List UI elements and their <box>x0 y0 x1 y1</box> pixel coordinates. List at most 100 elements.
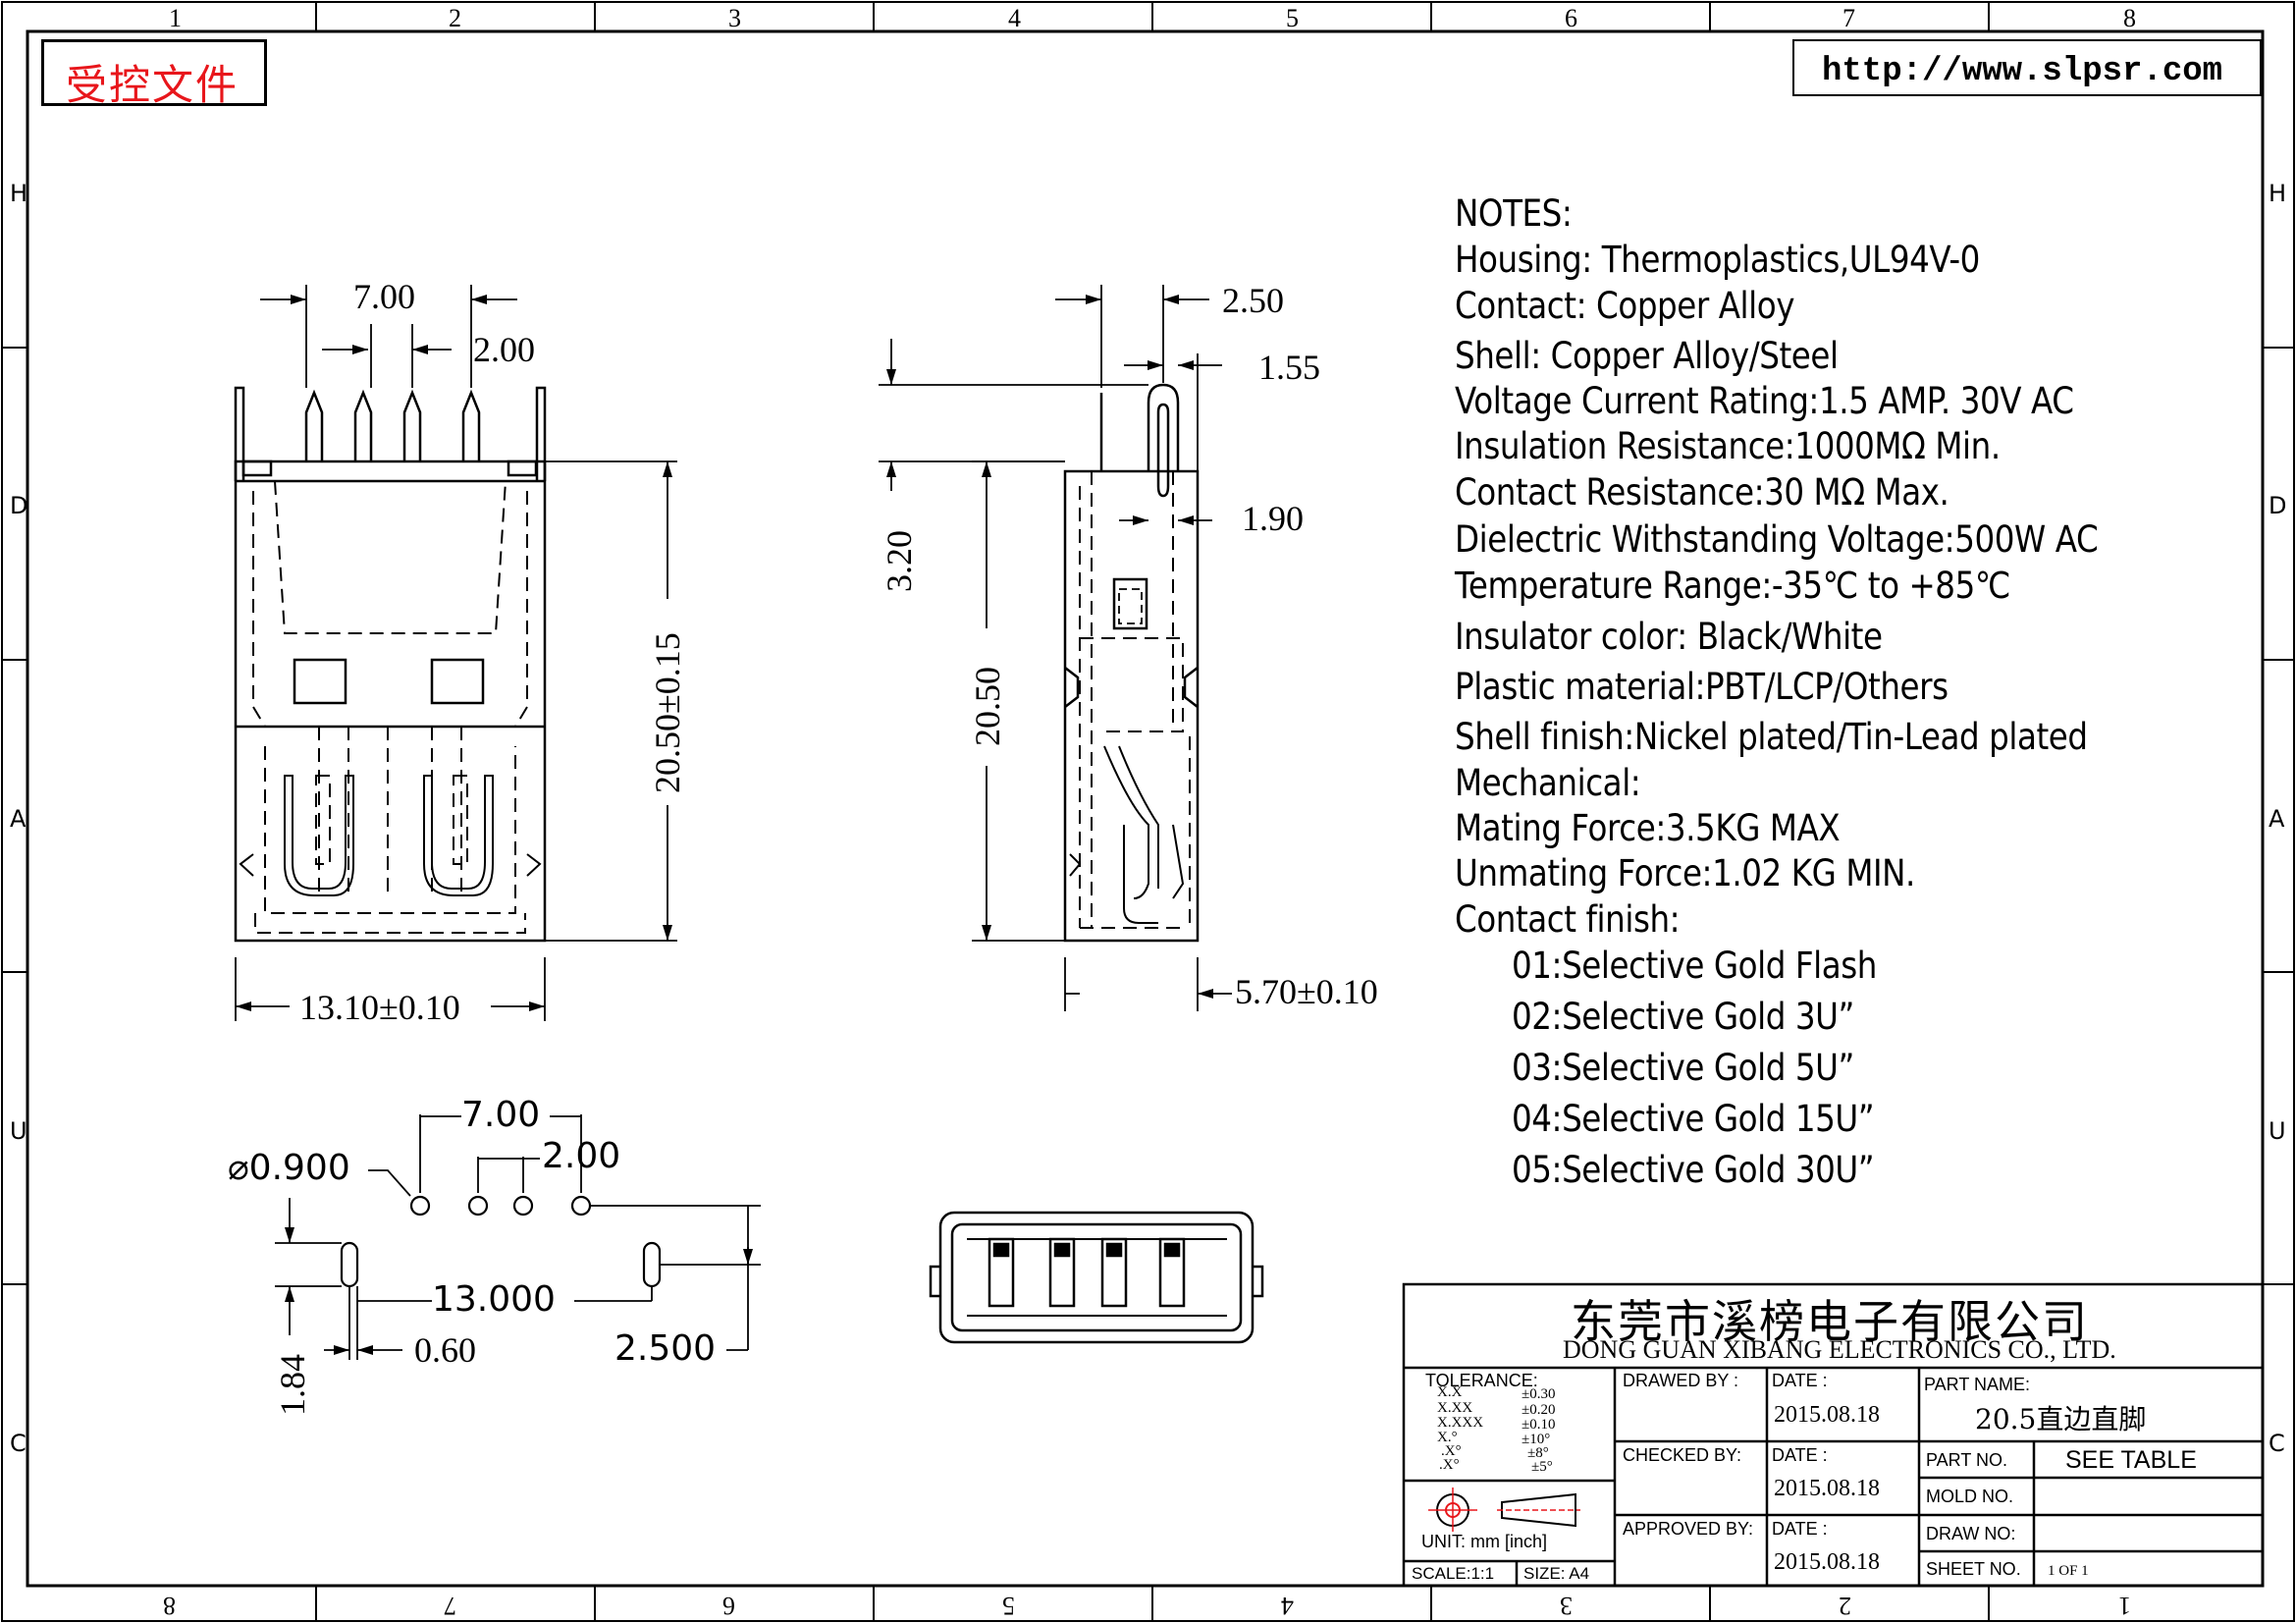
note-line: Contact Resistance:30 MΩ Max. <box>1455 471 1949 514</box>
tolerance-key: .X° <box>1441 1443 1462 1459</box>
tolerance-key: X.° <box>1437 1430 1458 1445</box>
draw-no-label: DRAW NO: <box>1926 1524 2016 1543</box>
website-box: http://www.slpsr.com <box>1792 39 2262 96</box>
part-name-label: PART NAME: <box>1924 1375 2031 1394</box>
note-line: Dielectric Withstanding Voltage:500W AC <box>1455 518 2099 561</box>
dim-pcb-hole-diameter: ⌀0.900 <box>228 1148 350 1188</box>
zone-label-row-d-right: D <box>2269 492 2287 519</box>
dim-front-width: 13.10±0.10 <box>299 988 460 1027</box>
zone-label-bottom-4: 4 <box>1281 1592 1294 1620</box>
company-name-cn: 东莞市溪榜电子有限公司 <box>1571 1295 2089 1348</box>
zone-label-row-a-left: A <box>10 805 27 833</box>
mating-view <box>929 1211 1264 1344</box>
note-line: Contact finish: <box>1455 898 1681 941</box>
dim-front-pitch: 7.00 <box>353 277 415 316</box>
drawn-by-label: DRAWED BY : <box>1623 1371 1739 1390</box>
unit-label: UNIT: mm [inch] <box>1421 1532 1548 1551</box>
controlled-document-stamp: 受控文件 <box>41 39 267 109</box>
date-label: DATE : <box>1772 1371 1828 1390</box>
part-name: 20.5直边直脚 <box>1975 1403 2147 1435</box>
note-line: Contact: Copper Alloy <box>1455 285 1795 327</box>
mold-no-label: MOLD NO. <box>1926 1487 2014 1506</box>
tolerance-key: X.XXX <box>1437 1415 1484 1431</box>
dim-front-pin-spacing: 2.00 <box>473 330 535 369</box>
date-label: DATE : <box>1772 1519 1828 1539</box>
zone-label-bottom-2: 2 <box>1839 1592 1851 1620</box>
tolerance-value: ±10° <box>1522 1432 1551 1447</box>
note-line: Mating Force:3.5KG MAX <box>1455 807 1841 849</box>
company-name-en: DONG GUAN XIBANG ELECTRONICS CO., LTD. <box>1563 1335 2116 1364</box>
pcb-footprint <box>275 1114 761 1360</box>
zone-label-row-h-right: H <box>2269 180 2287 207</box>
zone-label-col-6: 6 <box>1565 4 1577 32</box>
finish-option: 01:Selective Gold Flash <box>1512 945 1877 987</box>
zone-label-bottom-8: 8 <box>163 1592 176 1620</box>
zone-label-col-7: 7 <box>1842 4 1855 32</box>
side-view <box>1063 383 1200 943</box>
finish-option: 03:Selective Gold 5U” <box>1512 1047 1854 1089</box>
zone-label-row-h-left: H <box>10 180 28 207</box>
scale-label: SCALE:1:1 <box>1412 1564 1495 1583</box>
zone-label-col-3: 3 <box>728 4 741 32</box>
note-line: Shell: Copper Alloy/Steel <box>1455 335 1839 377</box>
zone-label-bottom-6: 6 <box>722 1592 735 1620</box>
tolerance-key: .X° <box>1439 1457 1460 1473</box>
dim-pcb-slot-length: 1.84 <box>273 1354 312 1416</box>
front-dimensions <box>235 285 677 1021</box>
zone-label-col-8: 8 <box>2123 4 2136 32</box>
note-line: Temperature Range:-35℃ to +85℃ <box>1455 565 2010 607</box>
dim-side-depth: 5.70±0.10 <box>1235 972 1378 1011</box>
notes-title: NOTES: <box>1455 192 1573 235</box>
dim-pcb-slot-width: 0.60 <box>414 1330 476 1370</box>
tolerance-value: ±0.30 <box>1522 1386 1556 1402</box>
tolerance-value: ±0.20 <box>1522 1402 1556 1418</box>
note-line: Insulator color: Black/White <box>1455 616 1883 658</box>
tolerance-value: ±8° <box>1527 1445 1549 1461</box>
tolerance-label: TOLERANCE: <box>1425 1371 1538 1390</box>
dim-pcb-pitch: 7.00 <box>461 1095 541 1135</box>
date-approved: 2015.08.18 <box>1774 1549 1880 1575</box>
note-line: Housing: Thermoplastics,UL94V-0 <box>1455 239 1980 281</box>
finish-option: 05:Selective Gold 30U” <box>1512 1149 1875 1191</box>
finish-option: 02:Selective Gold 3U” <box>1512 996 1854 1038</box>
date-drawn: 2015.08.18 <box>1774 1402 1880 1428</box>
sheet-count: 1 OF 1 <box>2048 1563 2089 1579</box>
zone-label-bottom-1: 1 <box>2118 1592 2131 1620</box>
note-line: Insulation Resistance:1000MΩ Min. <box>1455 425 2001 467</box>
title-block-grid <box>1402 1282 2265 1588</box>
dim-side-pin-thickness: 1.55 <box>1258 348 1320 387</box>
zone-label-col-1: 1 <box>169 4 182 32</box>
dim-side-top-width: 2.50 <box>1222 281 1284 320</box>
note-line: Mechanical: <box>1455 762 1641 804</box>
tolerance-key: X.X <box>1437 1384 1463 1400</box>
dim-front-height: 20.50±0.15 <box>648 632 687 793</box>
zone-label-row-u-left: U <box>10 1117 27 1145</box>
dim-pcb-spacing: 2.00 <box>542 1136 621 1176</box>
sheet-no-label: SHEET NO. <box>1926 1559 2021 1579</box>
date-checked: 2015.08.18 <box>1774 1476 1880 1501</box>
zone-label-bottom-3: 3 <box>1560 1592 1573 1620</box>
zone-label-col-5: 5 <box>1286 4 1299 32</box>
dim-side-pin-length: 3.20 <box>880 530 919 592</box>
zone-label-row-c-left: C <box>10 1430 27 1457</box>
part-no-label: PART NO. <box>1926 1450 2008 1470</box>
note-line: Shell finish:Nickel plated/Tin-Lead plat… <box>1455 716 2088 758</box>
zone-label-col-4: 4 <box>1008 4 1021 32</box>
zone-label-col-2: 2 <box>449 4 461 32</box>
dim-side-pin-offset: 1.90 <box>1242 499 1304 538</box>
finish-option: 04:Selective Gold 15U” <box>1512 1098 1875 1140</box>
dim-side-height: 20.50 <box>968 667 1007 746</box>
zone-label-row-c-right: C <box>2269 1430 2285 1457</box>
zone-label-row-d-left: D <box>10 492 28 519</box>
tolerance-value: ±0.10 <box>1522 1417 1556 1433</box>
website-url: http://www.slpsr.com <box>1822 53 2223 90</box>
stamp-text: 受控文件 <box>66 61 240 109</box>
tolerance-key: X.XX <box>1437 1400 1473 1416</box>
zone-label-bottom-5: 5 <box>1002 1592 1015 1620</box>
side-dimensions <box>879 285 1232 1011</box>
zone-label-bottom-7: 7 <box>444 1592 456 1620</box>
